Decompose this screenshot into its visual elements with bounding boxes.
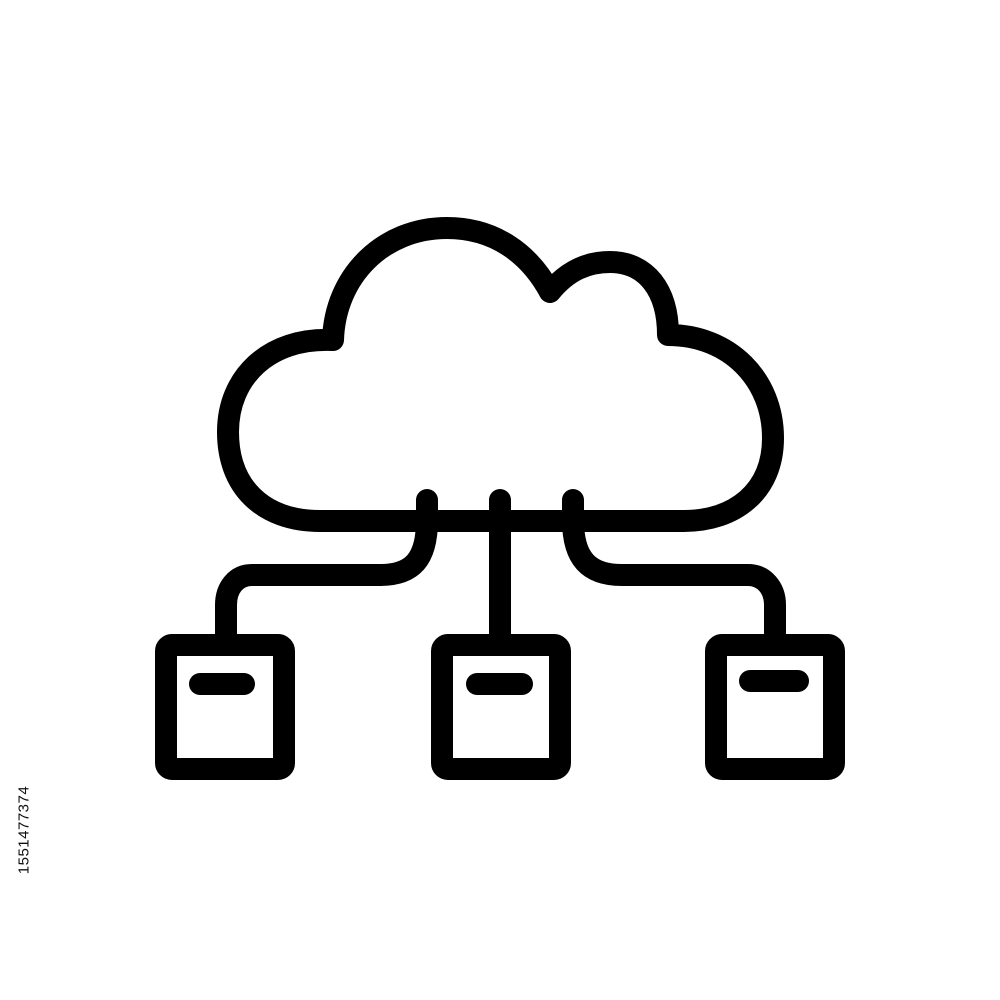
connector-right: [562, 489, 786, 653]
stock-id-text: 1551477374: [15, 785, 33, 875]
cloud-outline: [217, 217, 784, 532]
server-box-center: [431, 634, 571, 780]
stock-id-label: 1551477374: [4, 760, 44, 900]
server-box-left: [155, 634, 295, 780]
connector-left: [215, 489, 438, 653]
server-box-right: [705, 634, 845, 780]
